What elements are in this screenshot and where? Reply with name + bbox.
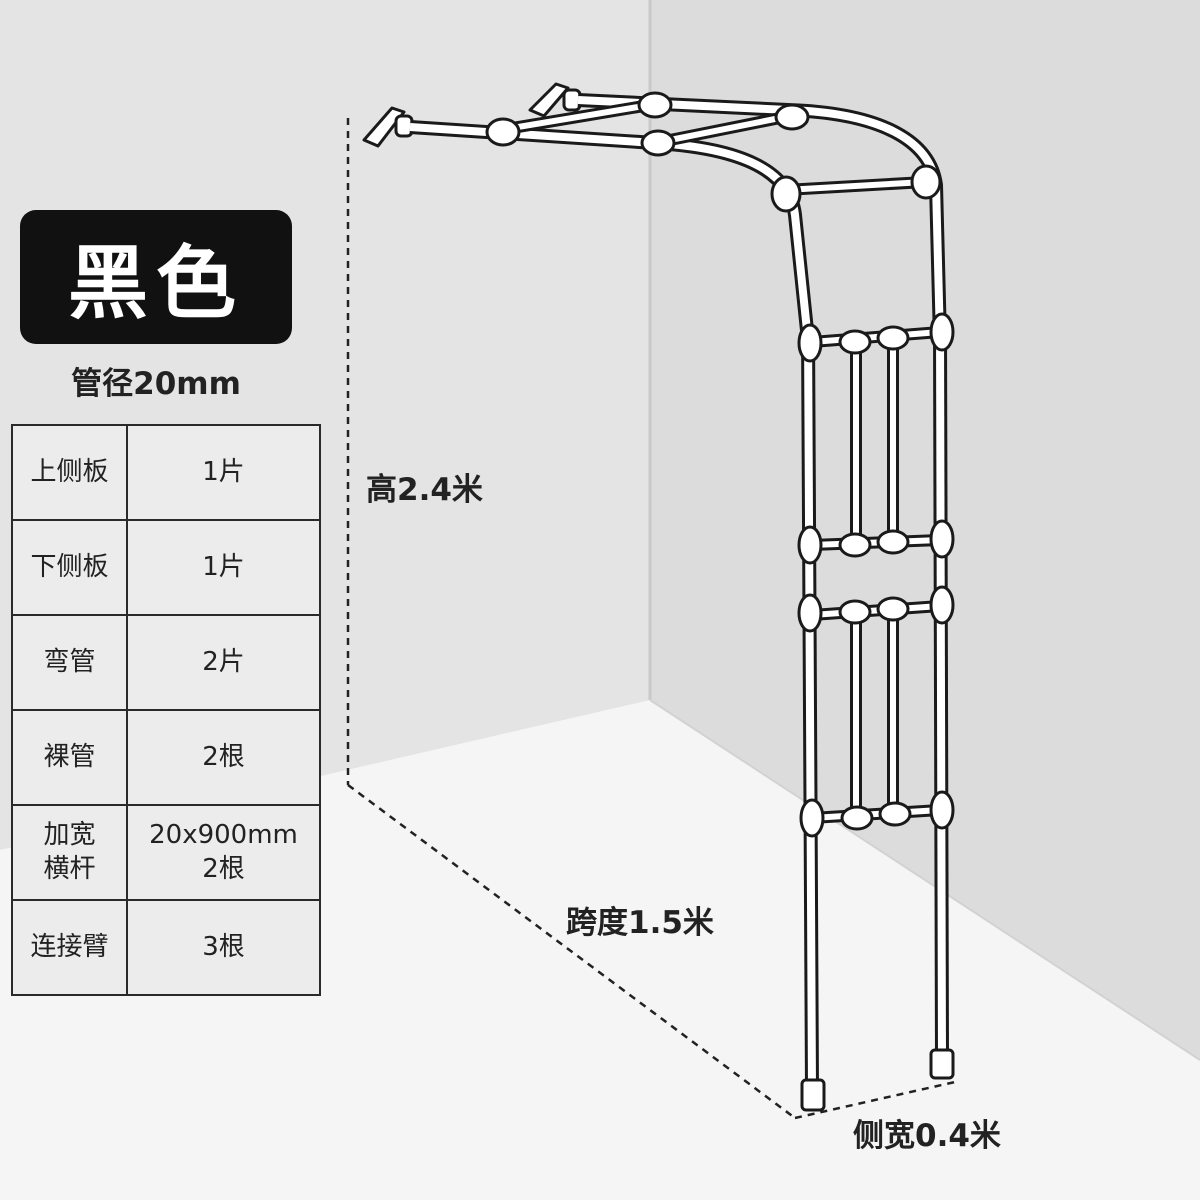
part-name-cell: 加宽横杆 xyxy=(11,804,128,901)
part-name-cell: 裸管 xyxy=(11,709,128,806)
color-badge: 黑色 xyxy=(20,210,292,344)
part-qty-cell: 1片 xyxy=(126,424,321,521)
part-name-cell: 连接臂 xyxy=(11,899,128,996)
part-qty-cell: 2片 xyxy=(126,614,321,711)
part-name-cell: 下侧板 xyxy=(11,519,128,616)
top-joints xyxy=(485,91,942,213)
part-name-cell: 上侧板 xyxy=(11,424,128,521)
floor-right-edge xyxy=(649,699,1200,1061)
arch-frame xyxy=(362,82,955,1112)
color-badge-label: 黑色 xyxy=(68,237,244,330)
part-name-cell: 弯管 xyxy=(11,614,128,711)
leg-feet xyxy=(800,1048,955,1112)
lower-side-panel xyxy=(811,600,941,824)
part-qty-cell: 1片 xyxy=(126,519,321,616)
top-crossbars xyxy=(499,99,926,196)
wall-mount-front xyxy=(362,106,414,148)
height-dimension-label: 高2.4米 xyxy=(366,472,483,508)
upper-side-panel xyxy=(811,326,941,551)
pipe-diameter-label: 管径20mm xyxy=(71,366,241,402)
leg-joints xyxy=(797,312,955,838)
span-dimension-label: 跨度1.5米 xyxy=(566,905,714,941)
side-width-dimension-label: 侧宽0.4米 xyxy=(853,1118,1001,1154)
part-qty-cell: 2根 xyxy=(126,709,321,806)
dimension-lines xyxy=(346,118,956,1120)
part-qty-cell: 3根 xyxy=(126,899,321,996)
legs xyxy=(801,329,949,1091)
